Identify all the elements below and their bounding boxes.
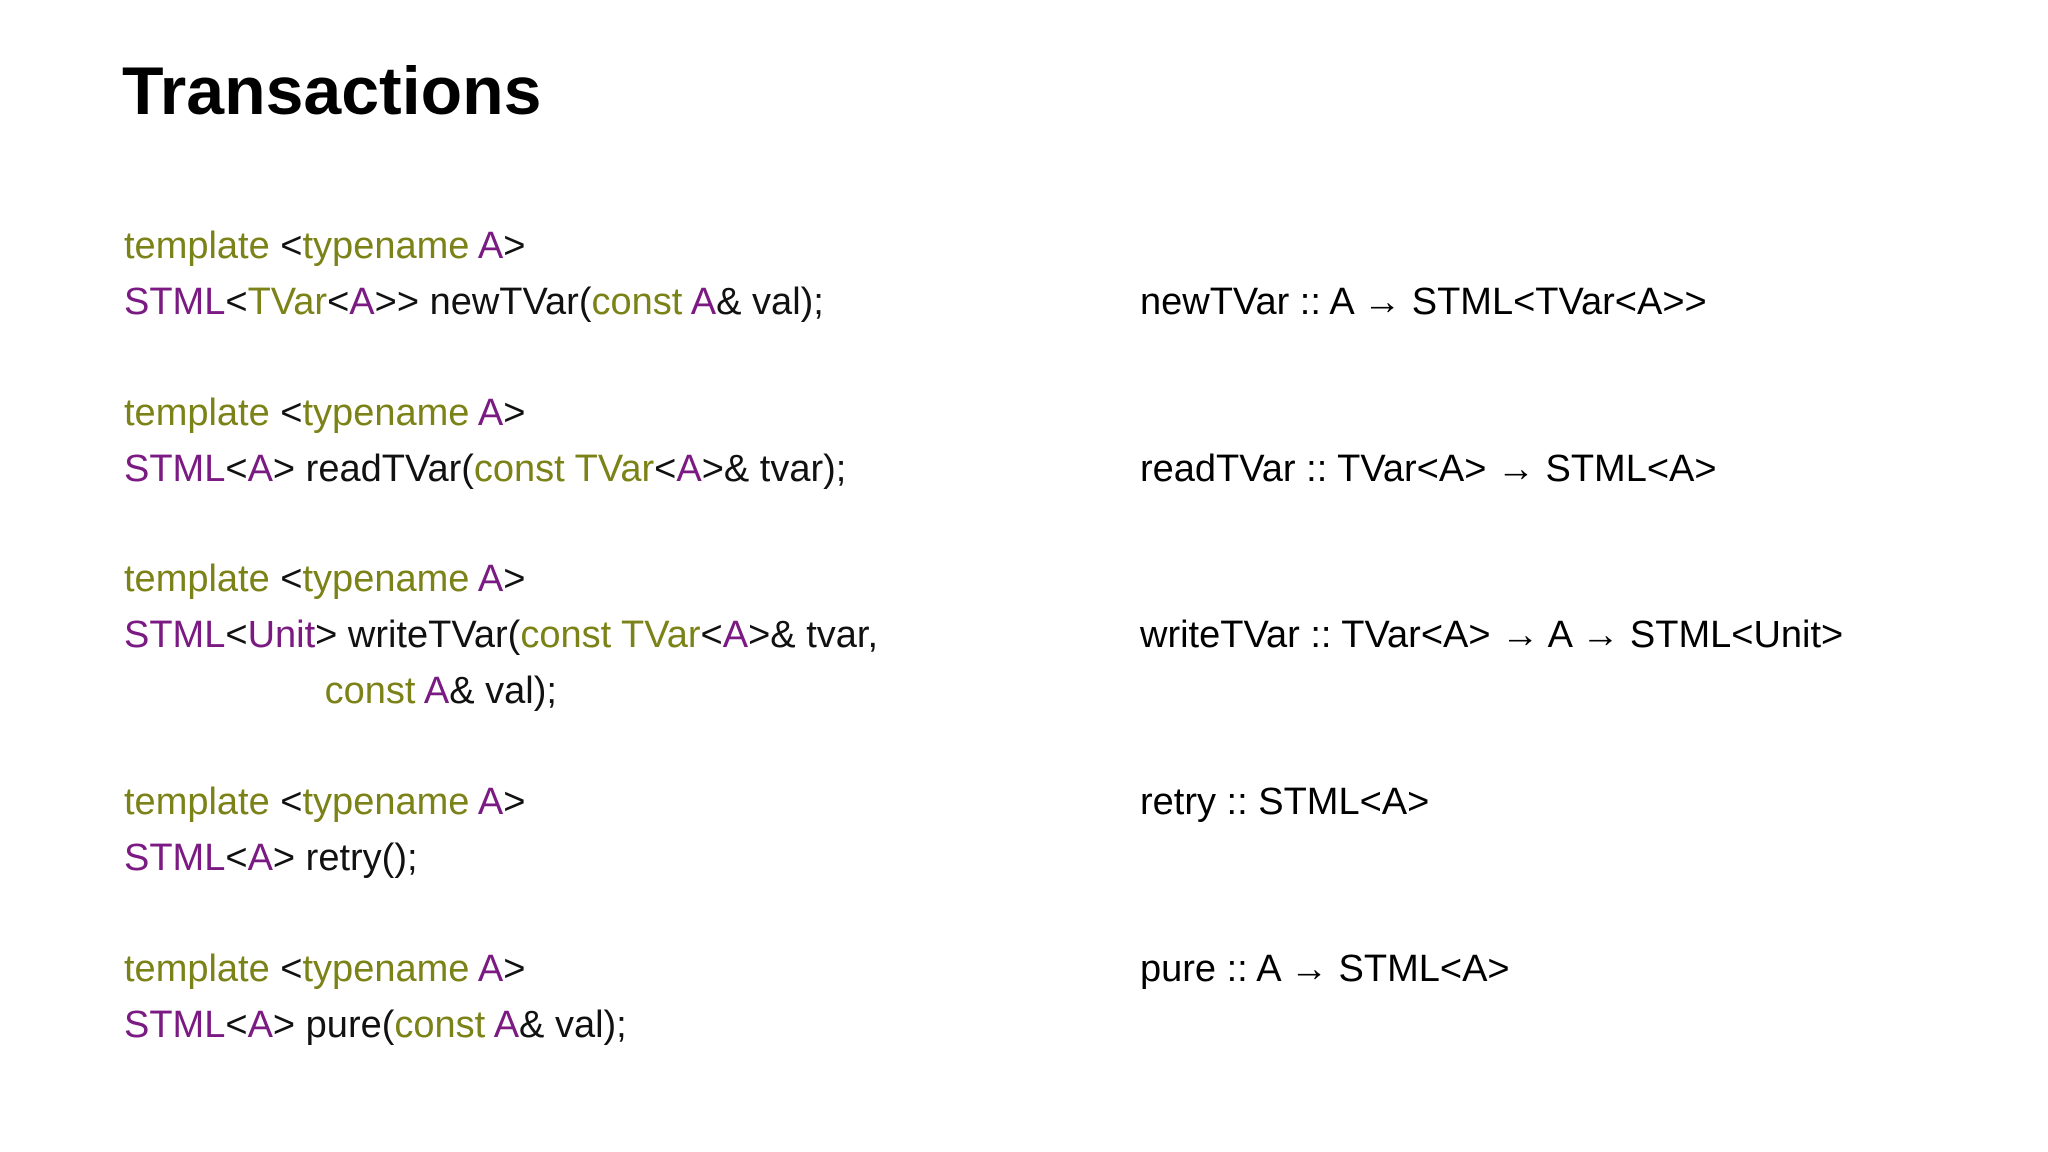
code-token: >: [503, 558, 526, 600]
type-token: A: [722, 614, 749, 656]
type-token: Unit: [247, 614, 316, 656]
signature-newtvar: newTVar :: A → STML<TVar<A>>: [1140, 281, 1707, 323]
keyword-token: template: [124, 948, 270, 990]
code-token: <: [225, 614, 248, 656]
code-token: & val);: [449, 670, 557, 712]
code-line: STML<A> pure(const A& val);: [124, 997, 627, 1053]
code-token: <: [225, 837, 248, 879]
code-line: STML<A> retry();: [124, 830, 525, 886]
code-token: [469, 225, 477, 267]
code-token: [415, 670, 423, 712]
code-line: template <typename A>: [124, 774, 525, 830]
keyword-token: TVar: [574, 448, 655, 490]
code-token: <: [225, 1004, 248, 1046]
keyword-token: typename: [302, 948, 470, 990]
code-line: template <typename A>: [124, 941, 627, 997]
code-token: <: [269, 558, 303, 600]
keyword-token: template: [124, 781, 270, 823]
type-token: A: [493, 1004, 520, 1046]
keyword-token: const: [473, 448, 565, 490]
code-line: STML<Unit> writeTVar(const TVar<A>& tvar…: [124, 607, 878, 663]
type-token: A: [676, 448, 702, 490]
code-token: [469, 392, 477, 434]
code-line: const A& val);: [124, 663, 878, 719]
keyword-token: const: [324, 670, 416, 712]
type-token: A: [423, 670, 450, 712]
code-token: >: [503, 781, 526, 823]
code-token: & val);: [519, 1004, 627, 1046]
signature-writetvar: writeTVar :: TVar<A> → A → STML<Unit>: [1140, 614, 1844, 656]
type-token: STML: [124, 614, 226, 656]
code-token: <: [269, 392, 303, 434]
type-token: A: [477, 225, 504, 267]
code-token: >& tvar,: [748, 614, 879, 656]
code-token: & val);: [716, 281, 824, 323]
code-token: <: [225, 281, 248, 323]
type-token: A: [477, 781, 504, 823]
type-token: A: [477, 558, 504, 600]
code-token: [611, 614, 621, 656]
code-token: >> newTVar(: [374, 281, 592, 323]
code-line: STML<TVar<A>> newTVar(const A& val);: [124, 274, 824, 330]
type-token: STML: [124, 448, 226, 490]
keyword-token: template: [124, 392, 270, 434]
code-token: >: [503, 392, 526, 434]
type-token: A: [247, 448, 273, 490]
type-token: A: [349, 281, 375, 323]
keyword-token: TVar: [247, 281, 328, 323]
type-token: STML: [124, 1004, 226, 1046]
keyword-token: const: [394, 1004, 486, 1046]
code-token: > retry();: [272, 837, 418, 879]
code-token: [469, 948, 477, 990]
code-token: [565, 448, 575, 490]
keyword-token: template: [124, 225, 270, 267]
keyword-token: typename: [302, 558, 470, 600]
code-block-pure: template <typename A>STML<A> pure(const …: [124, 941, 627, 1053]
code-token: > pure(: [272, 1004, 395, 1046]
slide-title: Transactions: [122, 53, 542, 129]
keyword-token: typename: [302, 225, 470, 267]
keyword-token: const: [520, 614, 612, 656]
type-token: STML: [124, 281, 226, 323]
code-token: [485, 1004, 493, 1046]
code-token: <: [269, 781, 303, 823]
code-token: <: [269, 225, 303, 267]
code-token: <: [654, 448, 677, 490]
keyword-token: const: [591, 281, 683, 323]
code-token: > writeTVar(: [315, 614, 521, 656]
code-token: > readTVar(: [272, 448, 474, 490]
code-line: template <typename A>: [124, 385, 846, 441]
code-block-writetvar: template <typename A>STML<Unit> writeTVa…: [124, 551, 878, 719]
code-block-readtvar: template <typename A>STML<A> readTVar(co…: [124, 385, 846, 497]
type-token: A: [247, 1004, 273, 1046]
code-token: [124, 670, 325, 712]
code-token: [469, 558, 477, 600]
keyword-token: typename: [302, 781, 470, 823]
keyword-token: TVar: [621, 614, 701, 656]
keyword-token: template: [124, 558, 270, 600]
signature-readtvar: readTVar :: TVar<A> → STML<A>: [1140, 448, 1717, 490]
type-token: A: [477, 392, 504, 434]
type-token: A: [247, 837, 273, 879]
type-token: STML: [124, 837, 226, 879]
code-token: >: [503, 225, 526, 267]
code-token: [682, 281, 690, 323]
type-token: A: [477, 948, 504, 990]
code-token: >: [503, 948, 526, 990]
code-line: template <typename A>: [124, 551, 878, 607]
code-line: STML<A> readTVar(const TVar<A>& tvar);: [124, 441, 846, 497]
signature-retry: retry :: STML<A>: [1140, 781, 1430, 823]
signature-pure: pure :: A → STML<A>: [1140, 948, 1510, 990]
code-block-retry: template <typename A>STML<A> retry();: [124, 774, 525, 886]
code-block-newtvar: template <typename A>STML<TVar<A>> newTV…: [124, 218, 824, 330]
code-token: [469, 781, 477, 823]
type-token: A: [690, 281, 717, 323]
keyword-token: typename: [302, 392, 470, 434]
code-token: <: [700, 614, 723, 656]
code-token: <: [327, 281, 350, 323]
code-token: >& tvar);: [701, 448, 847, 490]
code-token: <: [225, 448, 248, 490]
code-line: template <typename A>: [124, 218, 824, 274]
code-token: <: [269, 948, 303, 990]
